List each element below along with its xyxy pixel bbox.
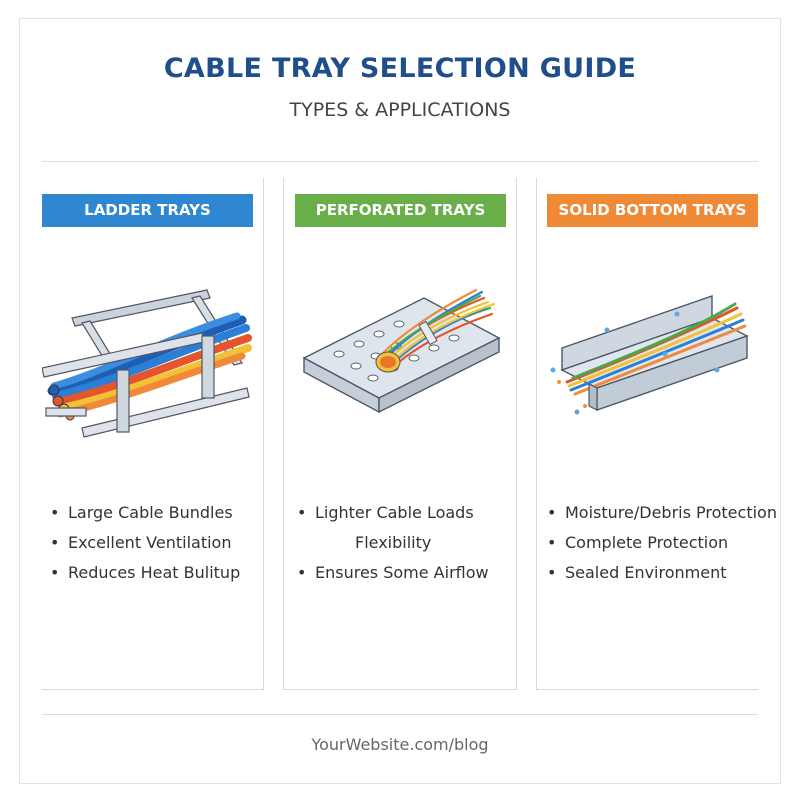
- page-title: CABLE TRAY SELECTION GUIDE: [163, 53, 637, 84]
- ladder-tray-illustration-icon: [42, 289, 252, 438]
- column-perforated-trays: PERFORATED TRAYS: [283, 178, 517, 690]
- perforated-tray-illustration-icon: [302, 288, 501, 414]
- column-solid-bottom-trays: SOLID BOTTOM TRAYS •M: [536, 178, 777, 690]
- page-subtitle: TYPES & APPLICATIONS: [289, 99, 511, 121]
- perforated-trays-header: PERFORATED TRAYS: [295, 194, 506, 227]
- list-item: •Reduces Heat Bulitup: [50, 563, 241, 582]
- list-item: •Complete Protection: [547, 533, 729, 552]
- list-item: •Ensures Some Airflow: [297, 563, 489, 582]
- list-item: •Moisture/Debris Protection: [547, 503, 777, 522]
- top-divider: [42, 161, 758, 162]
- solid-bottom-tray-illustration-icon: [550, 295, 749, 415]
- list-item: •Sealed Environment: [547, 563, 727, 582]
- list-item: •Lighter Cable Loads: [297, 503, 474, 522]
- list-item: •Large Cable Bundles: [50, 503, 233, 522]
- solid-bottom-trays-header: SOLID BOTTOM TRAYS: [547, 194, 758, 227]
- perforated-trays-features: •Lighter Cable Loads Flexibility •Ensure…: [297, 498, 489, 588]
- footer-url[interactable]: YourWebsite.com/blog: [311, 735, 489, 754]
- ladder-trays-header: LADDER TRAYS: [42, 194, 253, 227]
- list-item: Flexibility: [355, 533, 432, 552]
- ladder-trays-features: •Large Cable Bundles •Excellent Ventilat…: [50, 498, 240, 588]
- page-frame: [19, 18, 781, 784]
- list-item: •Excellent Ventilation: [50, 533, 232, 552]
- bottom-divider: [42, 714, 758, 715]
- column-ladder-trays: LADDER TRAYS •Large Cable Bundles •Excel…: [42, 178, 264, 690]
- solid-bottom-trays-features: •Moisture/Debris Protection •Complete Pr…: [547, 498, 777, 588]
